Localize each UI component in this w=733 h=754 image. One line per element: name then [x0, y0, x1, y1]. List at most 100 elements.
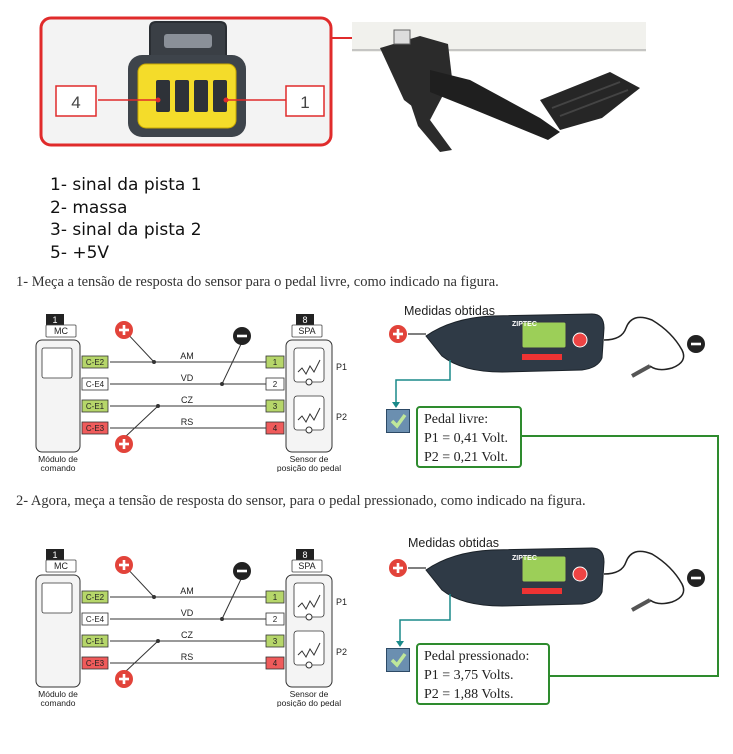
step2-instruction: 2- Agora, meça a tensão de resposta do s… [16, 493, 586, 509]
spa-pin-label: 1 [273, 358, 278, 367]
control-module-chip [41, 582, 73, 614]
step2-check-icon [386, 648, 410, 672]
wire-label: AM [180, 351, 194, 361]
step1-result-box: Pedal livre: P1 = 0,41 Volt. P2 = 0,21 V… [416, 406, 522, 468]
wire-label: VD [181, 608, 194, 618]
multimeter-logo [572, 566, 588, 582]
control-module-chip [41, 347, 73, 379]
sensor-caption: Sensor de [290, 454, 329, 464]
connector-pins [156, 80, 227, 112]
probe-contact [152, 595, 156, 599]
wire-label: CZ [181, 395, 193, 405]
minus-probe-icon [233, 327, 251, 345]
step1-result-title: Pedal livre: [424, 412, 489, 427]
sensor-track-2-resistor [297, 407, 321, 423]
sensor-track-1-box [293, 582, 325, 618]
p2-label: P2 [336, 647, 347, 657]
plus-probe-lead-2 [123, 640, 159, 674]
spa-pin-tag [265, 634, 285, 648]
spa-pin-tag [265, 421, 285, 435]
mc-label: MC [54, 561, 68, 571]
connector-latch-window [164, 34, 212, 48]
sensor-track-2 [293, 630, 325, 669]
step2-multimeter-illustration: ZIPTEC [389, 547, 705, 612]
minus-probe-lead [221, 576, 243, 620]
sensor-track-1-wiper [305, 613, 313, 621]
mc-pin-tag [81, 399, 109, 413]
spa-number: 8 [302, 550, 307, 560]
multimeter-display [521, 321, 567, 349]
wire-label: CZ [181, 630, 193, 640]
probe-contact [156, 639, 160, 643]
plus-probe-lead-2 [123, 405, 159, 439]
mc-pin-tag [81, 590, 109, 604]
spa-pin-label: 1 [273, 593, 278, 602]
sensor-track-1-resistor [297, 594, 321, 610]
step2-medidas-label: Medidas obtidas [408, 536, 500, 550]
spa-pin-tag [265, 399, 285, 413]
wire-label: RS [181, 417, 194, 427]
sensor-track-2-box [293, 395, 325, 431]
mc-number-badge [46, 314, 64, 326]
sensor-track-1 [293, 347, 325, 386]
probe-contact [152, 360, 156, 364]
multimeter-label-strip [522, 588, 562, 594]
sensor-caption: posição do pedal [277, 698, 341, 707]
step1-medidas-label: Medidas obtidas [404, 304, 496, 318]
multimeter-logo [572, 332, 588, 348]
mc-pin-label: C-E2 [86, 358, 105, 367]
mc-pin-tag [81, 634, 109, 648]
spa-pin-tag [265, 377, 285, 391]
multimeter-brand: ZIPTEC [512, 555, 537, 562]
mc-pin-label: C-E2 [86, 593, 105, 602]
spa-pin-label: 3 [273, 637, 278, 646]
spa-pin-tag [265, 355, 285, 369]
mc-label-box [45, 559, 77, 573]
sensor-track-2-box [293, 630, 325, 666]
pin-legend-item: 5- +5V [50, 242, 110, 263]
minus-probe-icon [687, 335, 705, 353]
step2-result-p2: P2 = 1,88 Volts. [424, 687, 514, 702]
probe-contact [220, 382, 224, 386]
wire-label: AM [180, 586, 194, 596]
spa-label-box [291, 559, 323, 573]
spa-pin-label: 4 [273, 659, 278, 668]
spa-label: SPA [298, 561, 315, 571]
mc-pin-label: C-E1 [86, 402, 105, 411]
spa-number-badge [296, 314, 314, 326]
step2-result-title: Pedal pressionado: [424, 649, 530, 664]
spa-label: SPA [298, 326, 315, 336]
multimeter-label-strip [522, 354, 562, 360]
sensor-track-1-wiper [305, 378, 313, 386]
mc-pin-tag [81, 612, 109, 626]
pin-1-box [285, 85, 325, 117]
spa-pin-tag [265, 590, 285, 604]
pin-legend: 1- sinal da pista 1 2- massa 3- sinal da… [50, 174, 202, 264]
plus-probe-icon [389, 559, 407, 577]
minus-probe-icon [687, 569, 705, 587]
mc-pin-label: C-E3 [86, 424, 105, 433]
connector-and-pedal-illustration: 4 1 [39, 16, 646, 152]
pin-4-label: 4 [71, 93, 80, 112]
step2-result-p1: P1 = 3,75 Volts. [424, 668, 514, 683]
pin-4-box [55, 85, 97, 117]
sensor-track-1-resistor [297, 359, 321, 375]
pin-1-label: 1 [300, 93, 309, 112]
module-caption: Módulo de [38, 454, 78, 464]
spa-pin-label: 2 [273, 380, 278, 389]
mc-number: 1 [52, 315, 57, 325]
pin-legend-item: 3- sinal da pista 2 [50, 220, 202, 240]
sensor-track-2-wiper [305, 661, 313, 669]
p1-label: P1 [336, 362, 347, 372]
step2-result-box: Pedal pressionado: P1 = 3,75 Volts. P2 =… [416, 643, 550, 705]
probe-contact [156, 404, 160, 408]
sensor-track-1-box [293, 347, 325, 383]
plus-probe-icon [115, 556, 133, 574]
sensor-track-2-wiper [305, 426, 313, 434]
spa-number: 8 [302, 315, 307, 325]
step1-check-icon [386, 409, 410, 433]
multimeter-cable [603, 550, 685, 605]
accelerator-pedal-illustration [380, 29, 640, 152]
p2-label: P2 [336, 412, 347, 422]
